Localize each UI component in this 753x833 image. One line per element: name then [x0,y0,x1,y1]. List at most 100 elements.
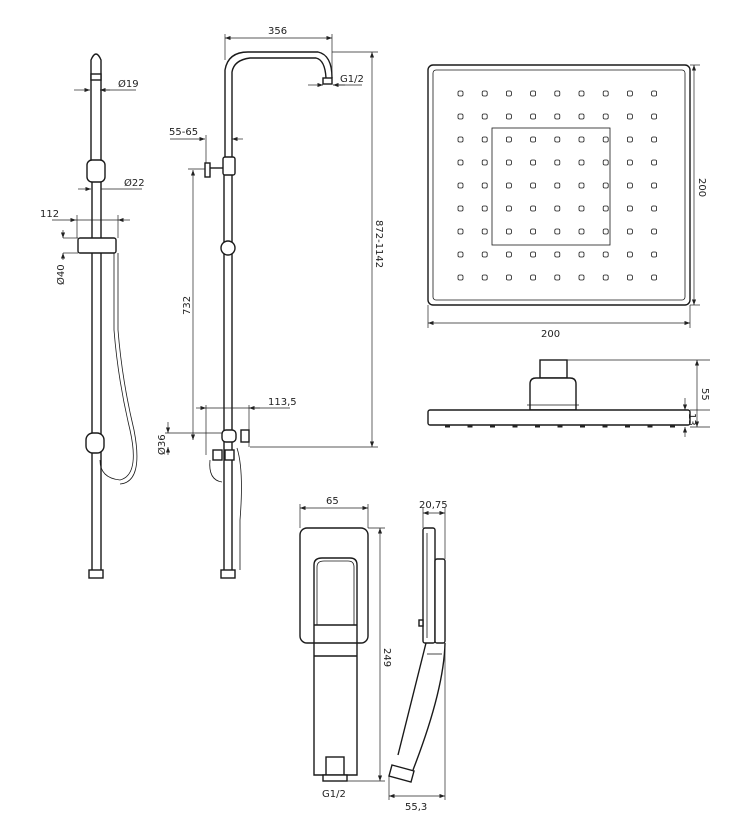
nozzle [505,274,512,281]
nozzle [530,159,536,166]
nozzle [530,90,536,97]
nozzle [554,251,561,258]
hand-side-handle [397,642,446,771]
nozzle [530,228,536,235]
dim-head-plate: 13 [686,413,697,426]
dim-hand-width: 65 [326,496,339,507]
nozzle [627,113,633,120]
diverter [221,429,237,443]
nozzle-tip [445,425,450,428]
head-outer [427,64,691,306]
nozzle [505,136,512,143]
nozzle [651,182,657,189]
nozzle [457,159,464,166]
rail-top [90,53,102,170]
nozzle [530,182,536,189]
dim-hand-length: 249 [381,648,392,667]
head-connector [539,359,568,379]
nozzle [578,159,585,166]
nozzle-tip [602,425,608,428]
nozzle [651,274,657,281]
nozzle [530,136,536,143]
rail-foot [88,569,104,579]
nozzle [651,90,657,97]
nozzle-tip [535,425,540,428]
nozzle [481,228,488,235]
slide-rail-view: Ø19 Ø22 112 Ø40 [40,53,145,579]
nozzle [602,251,609,258]
dim-arm-length: 356 [268,26,287,37]
nozzle [505,251,512,258]
nozzle [505,205,512,212]
head-shower-side-view: 55 13 [427,359,710,437]
hand-shower-front-view: 65 249 G1/2 [299,496,392,800]
nozzle [578,274,585,281]
nozzle [627,90,633,97]
nozzle [602,182,609,189]
nozzle [457,136,464,143]
inlet-right [224,449,235,461]
nozzle [457,251,464,258]
head-inner-square [491,127,611,246]
nozzle [505,159,512,166]
overhead-arm-outer [224,51,333,160]
nozzle [602,136,609,143]
nozzle [602,274,609,281]
hand-head [299,527,369,644]
nozzle [627,251,633,258]
nozzle [651,113,657,120]
dim-wall-offset: 55-65 [169,127,198,138]
nozzle [578,205,585,212]
nozzle [627,205,633,212]
dim-total-height: 872-1142 [373,220,384,268]
dim-mixer-d36: Ø36 [156,434,168,455]
nozzle [530,251,536,258]
nozzle [578,113,585,120]
nozzle [481,274,488,281]
dim-head-width: 200 [541,329,560,340]
nozzle [627,274,633,281]
dim-rail-d19: Ø19 [118,78,139,90]
hand-thread [322,774,348,782]
hose [99,253,134,481]
nozzle [530,113,536,120]
wall-bracket [204,162,211,178]
dim-hand-thickness: 20,75 [419,500,448,511]
nozzle-tip [490,425,495,428]
nozzle [481,205,488,212]
nozzle [578,228,585,235]
nozzle [505,113,512,120]
nozzle [457,90,464,97]
nozzle [627,228,633,235]
shower-column-view: 356 G1/2 55-65 732 872-1142 113,5 Ø36 [156,26,384,579]
head-neck [529,377,577,411]
dim-rail-d22: Ø22 [124,177,145,189]
nozzle-grid [457,90,657,281]
hand-side-thread [388,764,415,783]
hand-side-head [422,527,436,644]
nozzle [651,159,657,166]
nozzle [554,182,561,189]
nozzle [578,90,585,97]
nozzle [554,159,561,166]
nozzle [651,136,657,143]
nozzle [651,228,657,235]
dim-head-height: 200 [696,178,707,197]
rail-bracket-bottom [85,432,105,454]
nozzle [602,113,609,120]
nozzle-tip [625,425,630,428]
nozzle-tip [467,425,473,428]
nozzle [578,182,585,189]
nozzle [530,274,536,281]
dim-hand-depth: 55,3 [405,802,427,813]
nozzle [481,159,488,166]
nozzle-tip [580,425,585,428]
nozzle [457,228,464,235]
nozzle [602,228,609,235]
inlet-left [212,449,223,461]
nozzle [457,113,464,120]
nozzle [505,228,512,235]
nozzle [602,159,609,166]
nozzle [602,205,609,212]
